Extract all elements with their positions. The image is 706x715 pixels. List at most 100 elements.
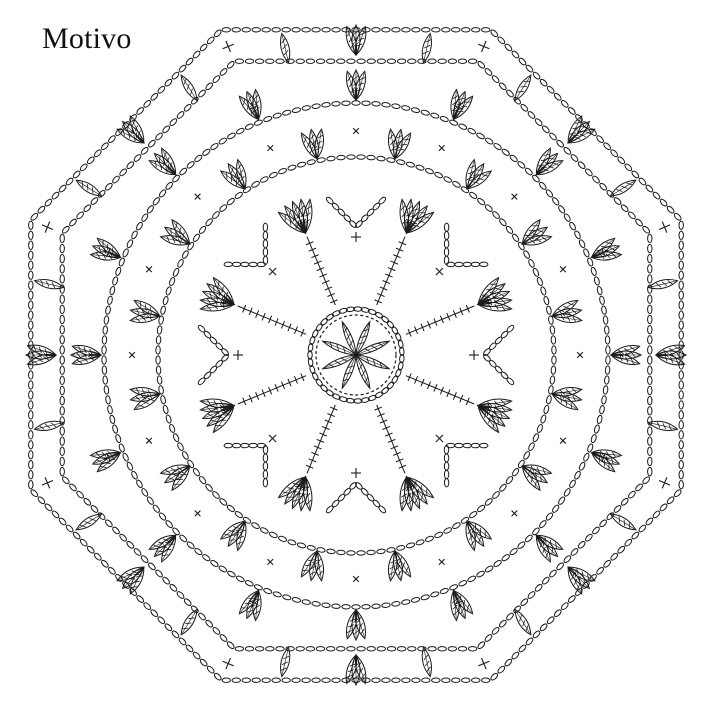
chain-stitch [297, 161, 306, 168]
chain-stitch [282, 28, 290, 32]
chain-stitch [60, 407, 64, 415]
chain-stitch [29, 251, 33, 259]
chain-stitch [44, 503, 53, 512]
chain-stitch [157, 376, 162, 385]
chain-stitch [194, 154, 203, 163]
chain-stitch [131, 230, 139, 239]
chain-stitch [292, 28, 300, 32]
chain-stitch [543, 296, 550, 305]
chain-stitch [528, 442, 536, 451]
chain-stitch [476, 197, 485, 206]
chain-stitch [60, 275, 64, 283]
cluster-stitch [392, 131, 414, 161]
chain-stitch [596, 566, 605, 575]
chain-stitch [491, 626, 500, 635]
chain-stitch [401, 599, 410, 605]
chain-stitch [272, 112, 281, 119]
chain-stitch [104, 182, 113, 191]
single-crochet-mark [509, 191, 520, 202]
chain-stitch [583, 452, 590, 461]
chain-stitch [169, 424, 176, 433]
chain-stitch [438, 59, 446, 63]
chain-stitch [183, 103, 192, 112]
chain-stitch [332, 604, 341, 609]
chain-stitch [406, 542, 415, 549]
chain-stitch [315, 378, 324, 387]
chain-stitch [226, 60, 235, 69]
chain-stitch [307, 545, 316, 551]
chain-stitch [326, 647, 334, 651]
chain-stitch [316, 59, 324, 63]
chain-stitch [408, 59, 416, 63]
chain-stitch [60, 265, 64, 273]
chain-stitch [181, 451, 189, 460]
chain-stitch [391, 103, 400, 109]
chain-stitch [613, 197, 622, 206]
chain-stitch [245, 579, 254, 587]
chain-stitch [157, 85, 166, 94]
chain-stitch [603, 559, 612, 568]
chain-stitch [458, 123, 467, 131]
chain-stitch [620, 497, 629, 506]
chain-stitch [322, 28, 330, 32]
chain-stitch [532, 630, 541, 639]
single-crochet-mark [220, 39, 236, 55]
chain-stitch [455, 262, 463, 266]
chain-stitch [590, 434, 597, 443]
chain-stitch [497, 665, 506, 674]
chain-stitch [177, 259, 185, 268]
chain-stitch [29, 331, 33, 339]
chain-stitch [29, 291, 33, 299]
single-crochet-mark [574, 349, 585, 360]
chain-stitch [60, 437, 64, 445]
chain-stitch [315, 323, 324, 332]
chain-stitch [541, 125, 550, 134]
chain-stitch [648, 265, 652, 273]
chain-stitch [278, 535, 287, 542]
chain-stitch [428, 647, 436, 651]
chain-stitch [60, 234, 64, 242]
chain-stitch [545, 512, 554, 521]
chain-stitch [107, 296, 113, 305]
cluster-stitch [353, 321, 372, 357]
chain-stitch [372, 28, 380, 32]
single-crochet-mark [476, 39, 492, 55]
chain-stitch [60, 315, 64, 323]
chain-stitch [425, 168, 434, 175]
chain-stitch [444, 231, 448, 239]
chain-stitch [679, 371, 683, 379]
chain-stitch [236, 575, 245, 583]
chain-stitch [511, 50, 520, 59]
chain-stitch [147, 562, 156, 571]
chain-stitch [372, 101, 381, 106]
chain-stitch [105, 395, 111, 404]
chain-stitch [90, 504, 99, 513]
chain-stitch [222, 28, 230, 32]
chain-stitch [442, 28, 450, 32]
cluster-stitch [552, 386, 583, 398]
chain-stitch [520, 103, 529, 112]
chain-stitch [438, 647, 446, 651]
chain-stitch [679, 481, 683, 489]
cluster-stitch [355, 352, 391, 371]
chain-stitch [29, 221, 33, 229]
chain-stitch [577, 161, 586, 170]
chain-stitch [458, 647, 466, 651]
chain-stitch [222, 678, 230, 682]
chain-stitch [452, 28, 460, 32]
chain-stitch [377, 549, 386, 554]
chain-stitch [118, 257, 125, 266]
chain-stitch [553, 609, 562, 618]
cluster-stitch [387, 129, 399, 160]
chain-stitch [292, 678, 300, 682]
chain-stitch [648, 467, 652, 475]
chain-stitch [642, 476, 651, 485]
chain-stitch [440, 587, 449, 594]
chain-stitch [560, 99, 569, 108]
chain-stitch [192, 468, 201, 477]
chain-stitch [352, 101, 360, 105]
chain-stitch [536, 277, 543, 286]
chain-stitch [652, 510, 661, 519]
chain-stitch [79, 163, 88, 172]
single-crochet-mark [265, 142, 276, 153]
